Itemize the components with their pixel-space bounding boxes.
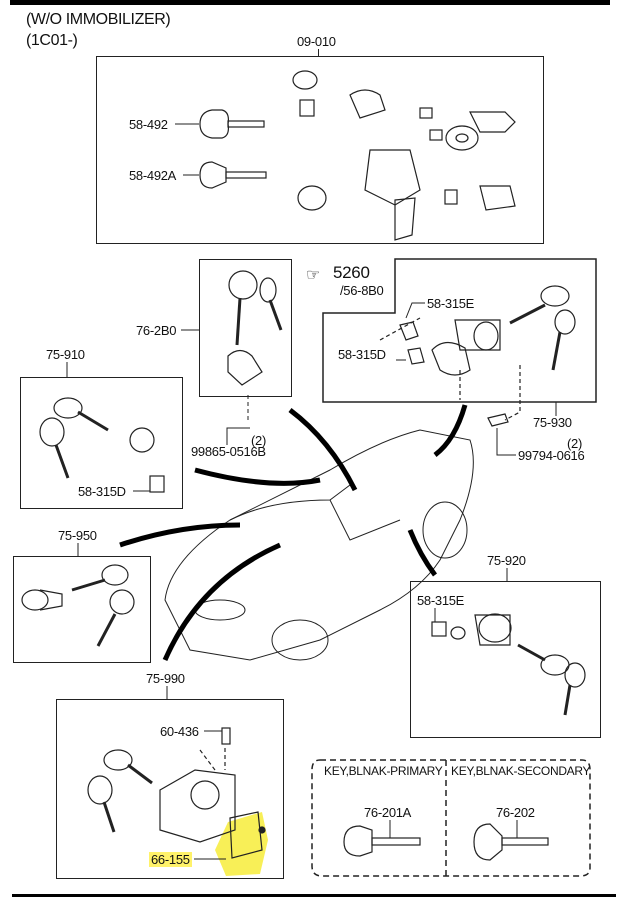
- key-blank-76-202: [473, 823, 549, 861]
- part-label-76-202[interactable]: 76-202: [496, 805, 535, 820]
- group-label-76-2B0[interactable]: 76-2B0: [136, 323, 177, 338]
- title-model-range: (1C01-): [26, 32, 78, 49]
- group-label-75-910[interactable]: 75-910: [46, 347, 85, 362]
- keys-75-910: [39, 397, 165, 493]
- group-box-75-930: [322, 258, 597, 403]
- part-label-58-315E-b[interactable]: 58-315E: [417, 593, 465, 608]
- group-box-75-920: [410, 581, 601, 738]
- blank-secondary-title: KEY,BLNAK-SECONDARY: [451, 764, 591, 778]
- lock-parts-09-010: [292, 70, 516, 241]
- parts-75-920: [431, 613, 586, 716]
- blank-primary-title: KEY,BLNAK-PRIMARY: [324, 764, 443, 778]
- group-label-09-010[interactable]: 09-010: [297, 34, 336, 49]
- part-label-99865-0516B[interactable]: 99865-0516B: [191, 444, 266, 459]
- group-box-75-990: [56, 699, 284, 879]
- part-label-58-315D-a[interactable]: 58-315D: [338, 347, 386, 362]
- part-label-66-155-highlighted[interactable]: 66-155: [149, 852, 192, 867]
- group-label-75-950[interactable]: 75-950: [58, 528, 97, 543]
- callout-arrows: [119, 404, 468, 662]
- screw-qty-99794: (2): [567, 436, 582, 451]
- group-box-09-010: [96, 56, 544, 244]
- group-box-75-910: [20, 377, 183, 509]
- parts-75-990: [87, 727, 266, 859]
- key-blank-76-201A: [343, 825, 421, 857]
- group-box-76-2B0: [199, 259, 292, 397]
- ref-subpage[interactable]: /56-8B0: [340, 283, 384, 298]
- part-label-99794-0616[interactable]: 99794-0616: [518, 448, 585, 463]
- keys-76-2B0: [227, 270, 283, 386]
- part-label-76-201A[interactable]: 76-201A: [364, 805, 412, 820]
- top-rule: [10, 0, 610, 5]
- part-label-58-315E-a[interactable]: 58-315E: [427, 296, 475, 311]
- keys-75-950: [21, 564, 135, 647]
- ref-page-5260[interactable]: 5260: [333, 263, 370, 282]
- car-outline: [164, 429, 474, 661]
- part-label-58-315D-b[interactable]: 58-315D: [78, 484, 126, 499]
- title-immobilizer: (W/O IMMOBILIZER): [26, 11, 171, 28]
- bottom-rule: [12, 894, 616, 897]
- key-58-492A: [199, 161, 267, 189]
- group-label-75-930[interactable]: 75-930: [533, 415, 572, 430]
- highlight-66-155: [215, 812, 268, 876]
- group-box-75-950: [13, 556, 151, 663]
- part-label-60-436[interactable]: 60-436: [160, 724, 199, 739]
- part-label-58-492[interactable]: 58-492: [129, 117, 168, 132]
- key-58-492: [199, 109, 265, 139]
- key-blank-frame: [311, 759, 591, 877]
- part-label-58-492A[interactable]: 58-492A: [129, 168, 177, 183]
- group-label-75-920[interactable]: 75-920: [487, 553, 526, 568]
- parts-75-930: [379, 285, 576, 427]
- group-label-75-990[interactable]: 75-990: [146, 671, 185, 686]
- screw-qty-99865: (2): [251, 433, 266, 448]
- pointing-hand-icon: ☞: [306, 267, 321, 284]
